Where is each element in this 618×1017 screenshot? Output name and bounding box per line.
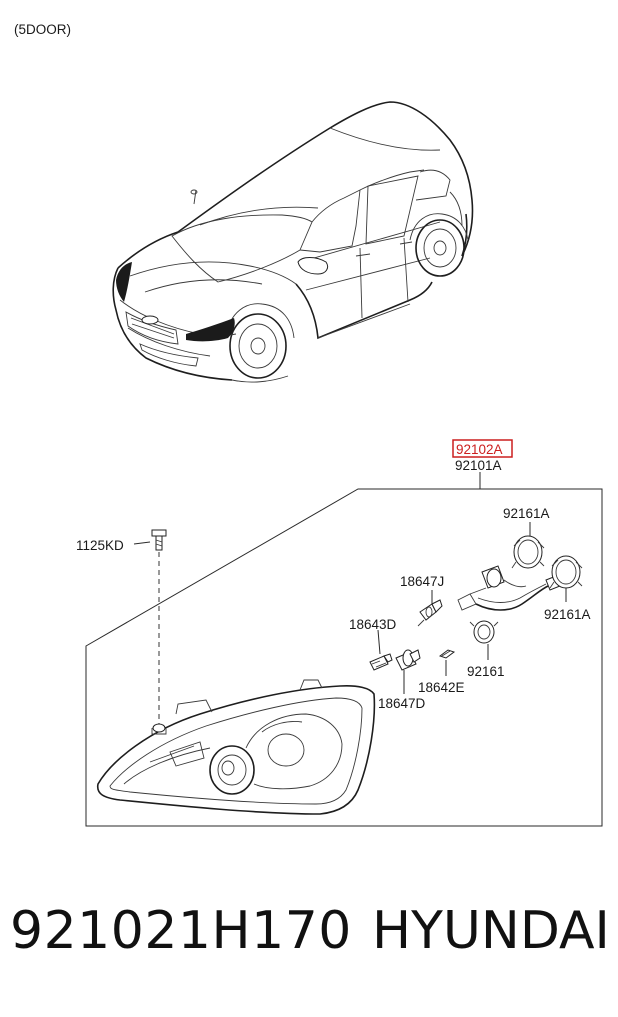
callout-frame [85, 488, 603, 827]
bolt-leader [133, 541, 151, 545]
wedge-bulb-18642e [438, 649, 456, 659]
car-illustration [112, 101, 474, 383]
highlight-box [452, 439, 513, 458]
callout-18643d[interactable]: 18643D [349, 617, 397, 632]
callout-92161a-top[interactable]: 92161A [503, 506, 550, 521]
part-number: 921021H170 [10, 901, 352, 961]
callout-18647d[interactable]: 18647D [378, 696, 426, 711]
variant-label: (5DOOR) [14, 22, 71, 37]
headlamp-housing [96, 679, 376, 815]
callout-92161[interactable]: 92161 [467, 664, 505, 679]
callout-1125kd[interactable]: 1125KD [76, 538, 124, 553]
callout-92101a[interactable]: 92101A [455, 458, 502, 473]
dust-cap-top [511, 535, 545, 569]
bulb-18643d-leader [377, 629, 381, 655]
brand-name: HYUNDAI [372, 901, 610, 961]
bulb-18647j [417, 599, 443, 627]
bulb-18643d [369, 653, 393, 671]
callout-92161a-right[interactable]: 92161A [544, 607, 591, 622]
socket-92161 [469, 620, 499, 644]
bulb-holder-18647d [395, 649, 421, 671]
exploded-view [85, 472, 603, 827]
parts-diagram: (5DOOR) [14, 22, 603, 827]
callout-92102a[interactable]: 92102A [456, 442, 503, 457]
callout-18642e[interactable]: 18642E [418, 680, 465, 695]
dust-cap-right [549, 555, 583, 589]
callout-18647j[interactable]: 18647J [400, 574, 444, 589]
bolt-part [151, 529, 167, 551]
wiring-harness [457, 565, 561, 611]
